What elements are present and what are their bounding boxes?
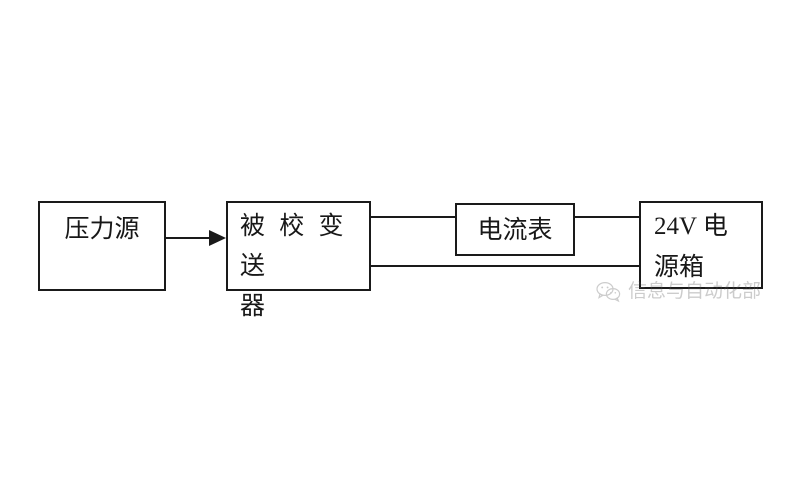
block-pressure-source-label: 压力源 bbox=[64, 216, 140, 243]
block-ammeter: 电流表 bbox=[455, 203, 575, 256]
arrowhead-icon bbox=[209, 230, 226, 246]
block-power-supply-label: 24V 电 源箱 bbox=[654, 213, 728, 281]
wire-pressure-source-to-transmitter bbox=[166, 237, 220, 239]
block-pressure-source: 压力源 bbox=[38, 201, 166, 291]
block-transmitter-under-calibration: 被 校 变 送 器 bbox=[226, 201, 371, 320]
wire-ammeter-to-power-supply bbox=[573, 216, 641, 218]
block-transmitter-label: 被 校 变 送 器 bbox=[240, 213, 348, 320]
wire-transmitter-to-ammeter bbox=[370, 216, 457, 218]
block-ammeter-label: 电流表 bbox=[477, 217, 553, 244]
wechat-logo-icon bbox=[596, 281, 621, 303]
block-24v-power-supply: 24V 电 源箱 bbox=[639, 201, 763, 289]
wire-transmitter-to-power-supply bbox=[370, 265, 641, 267]
